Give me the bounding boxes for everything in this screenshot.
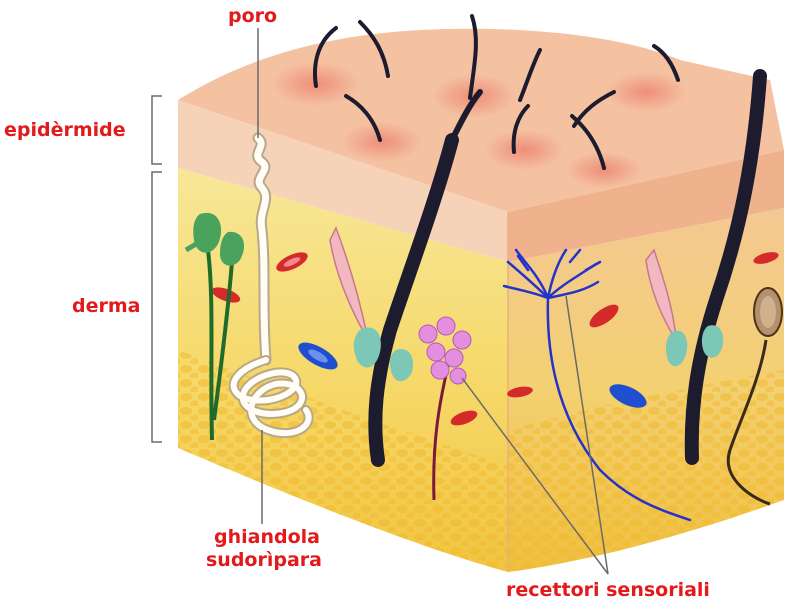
- label-recettori: recettori sensoriali: [506, 579, 710, 601]
- bracket-epidermide: [152, 96, 162, 164]
- pore-spot: [484, 130, 564, 170]
- pore-spot: [606, 72, 686, 112]
- bracket-derma: [152, 172, 162, 442]
- label-poro: poro: [228, 5, 277, 27]
- label-ghiandola: ghiandola: [214, 526, 320, 548]
- label-epidermide: epidèrmide: [4, 119, 126, 141]
- label-sudoripara: sudorìpara: [206, 549, 322, 571]
- pore-spot: [566, 152, 642, 188]
- pore-spot: [342, 122, 422, 162]
- label-derma: derma: [72, 295, 140, 317]
